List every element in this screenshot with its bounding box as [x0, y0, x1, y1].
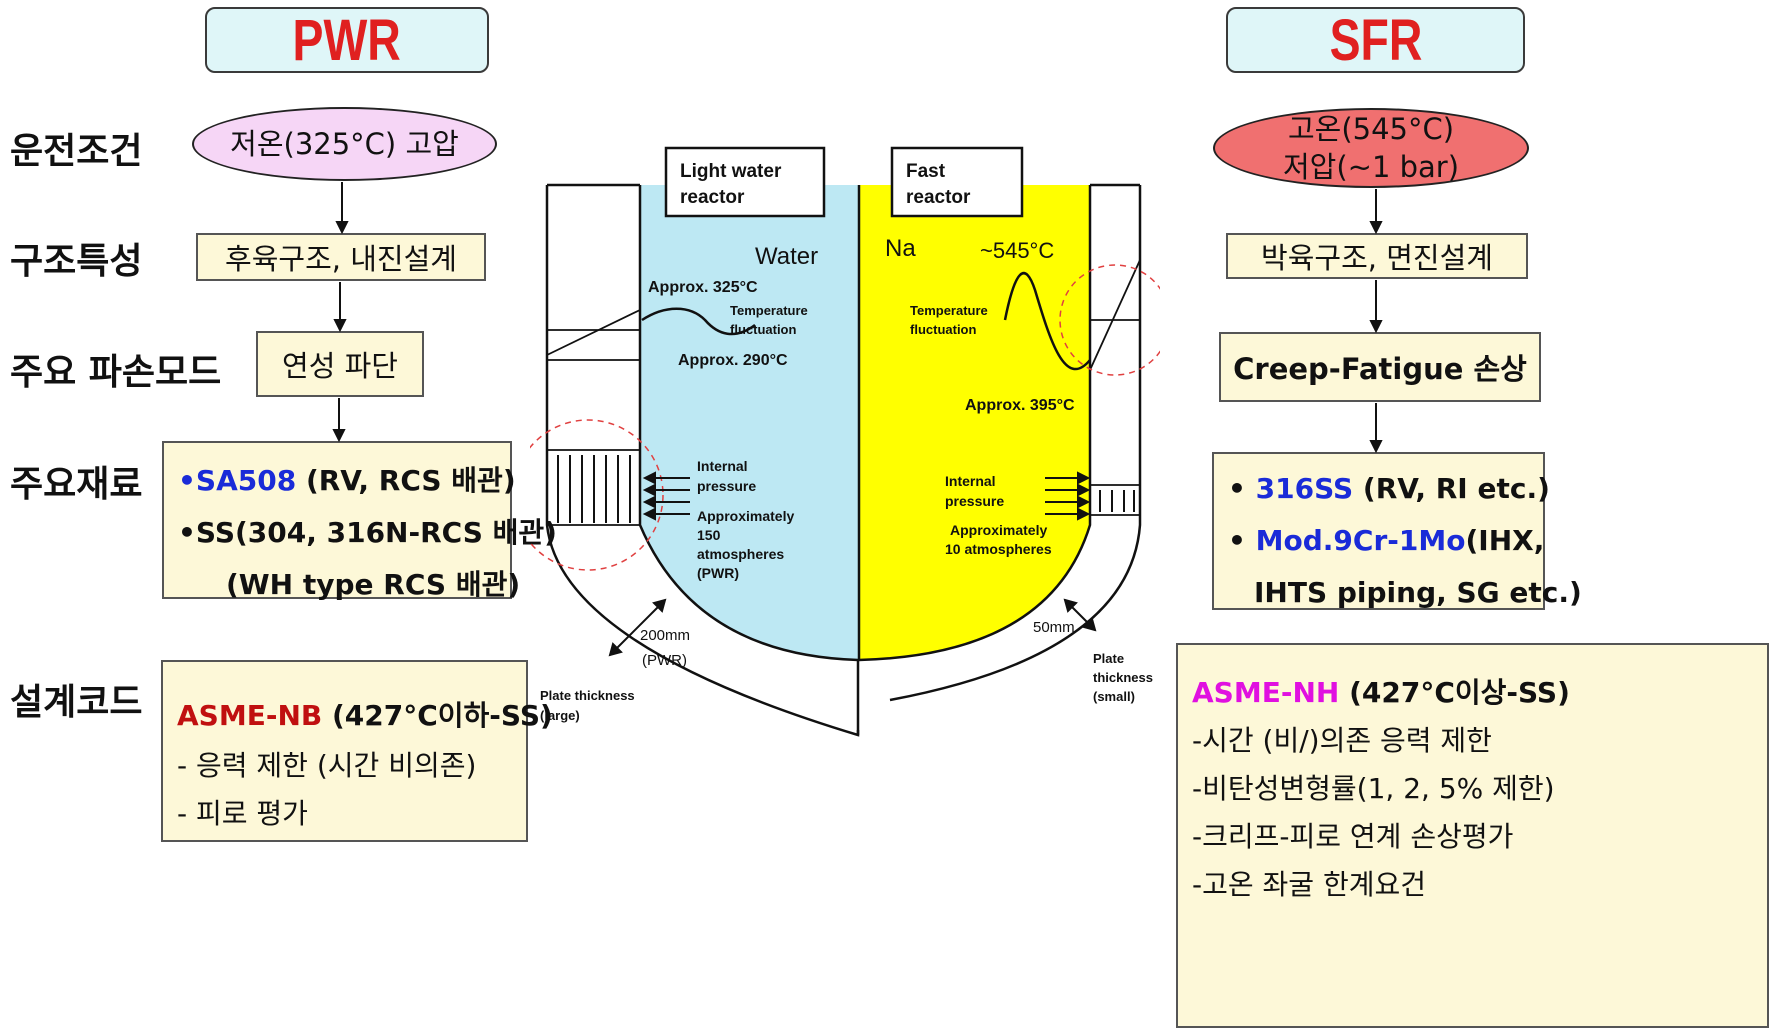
lwr-label-box	[664, 146, 826, 218]
pwr-temp-wave	[641, 307, 756, 336]
pwr-pressure-line3: Approximately	[697, 508, 794, 524]
sfr-operating-ellipse: 고온(545°C) 저압(~1 bar)	[1213, 108, 1529, 188]
sfr-wall-pressure-arrows	[1099, 490, 1135, 512]
pwr-flow-arrows	[332, 182, 349, 443]
fast-label-line2: reactor	[906, 187, 971, 208]
row-label-operating: 운전조건	[10, 131, 143, 172]
sfr-material-1: • 316SS (RV, RI etc.)	[1228, 472, 1550, 505]
sfr-pressure-line1: Internal	[945, 473, 996, 489]
sfr-operating-line1: 고온(545°C)	[1287, 112, 1455, 146]
pwr-pressure-line4: 150	[697, 527, 721, 543]
sodium-region	[859, 185, 1090, 660]
sfr-title: SFR	[1329, 7, 1422, 73]
pwr-pressure-arrows	[642, 471, 690, 521]
temp-325-label: Approx. 325°C	[648, 279, 758, 296]
plate-small-line1: Plate	[1093, 651, 1124, 666]
pwr-code-item: - 응력 제한 (시간 비의존)	[177, 749, 477, 782]
sfr-pressure-arrows	[1045, 471, 1091, 521]
pwr-operating-ellipse: 저온(325°C) 고압	[192, 107, 497, 181]
fast-label-box	[890, 146, 1024, 218]
pwr-operating-text: 저온(325°C) 고압	[230, 127, 459, 161]
sfr-code-item: -고온 좌굴 한계요건	[1192, 868, 1426, 901]
fast-label-line1: Fast	[906, 161, 946, 182]
sfr-structure-text: 박육구조, 면진설계	[1261, 241, 1493, 275]
row-label-code: 설계코드	[10, 682, 143, 723]
sfr-temp-wave	[1003, 271, 1091, 370]
pwr-failure-box: 연성 파단	[256, 331, 424, 397]
pwr-code-item: - 피로 평가	[177, 797, 308, 830]
row-label-structure: 구조특성	[10, 241, 143, 282]
pwr-material-3: (WH type RCS 배관)	[226, 568, 521, 601]
sfr-fluct-line2: fluctuation	[910, 322, 976, 337]
pwr-title: PWR	[292, 7, 402, 73]
pwr-fluct-line1: Temperature	[730, 303, 808, 318]
plate-small-line3: (small)	[1093, 689, 1135, 704]
plate-small-line2: thickness	[1093, 670, 1153, 685]
pwr-pressure-line5: atmospheres	[697, 546, 784, 562]
pwr-pressure-line2: pressure	[697, 478, 756, 494]
temp-545-label: ~545°C	[980, 238, 1054, 263]
sfr-material-3: IHTS piping, SG etc.)	[1254, 576, 1582, 609]
sfr-pressure-line4: 10 atmospheres	[945, 541, 1052, 557]
sfr-code-item: -시간 (비/)의존 응력 제한	[1192, 724, 1492, 757]
outer-vessel-right	[889, 185, 1142, 702]
lwr-label-line2: reactor	[680, 187, 745, 208]
sfr-code-item: -크리프-피로 연계 손상평가	[1192, 820, 1514, 853]
pwr-code-box: ASME-NB (427°C이하-SS) - 응력 제한 (시간 비의존) - …	[161, 660, 553, 842]
pwr-material-2: •SS(304, 316N-RCS 배관)	[178, 516, 557, 549]
temp-290-label: Approx. 290°C	[678, 352, 788, 369]
sfr-fluct-line1: Temperature	[910, 303, 988, 318]
outer-vessel	[545, 185, 860, 737]
pwr-material-1: •SA508 (RV, RCS 배관)	[178, 464, 516, 497]
pwr-wall-pressure-arrows	[557, 455, 631, 523]
pwr-title-box: PWR	[205, 7, 489, 73]
pwr-fluct-line2: fluctuation	[730, 322, 796, 337]
sfr-title-box: SFR	[1226, 7, 1525, 73]
pwr-structure-box: 후육구조, 내진설계	[196, 233, 486, 281]
sfr-flow-arrows	[1369, 189, 1383, 454]
pwr-structure-text: 후육구조, 내진설계	[225, 242, 457, 276]
pwr-materials-box: •SA508 (RV, RCS 배관) •SS(304, 316N-RCS 배관…	[162, 441, 557, 601]
pwr-pressure-line1: Internal	[697, 458, 748, 474]
sfr-failure-box: Creep-Fatigue 손상	[1219, 332, 1541, 402]
sfr-pressure-line2: pressure	[945, 493, 1004, 509]
temp-395-label: Approx. 395°C	[965, 397, 1075, 414]
water-region	[640, 185, 859, 660]
sfr-code-title: ASME-NH (427°C이상-SS)	[1192, 676, 1570, 709]
water-label: Water	[755, 243, 818, 270]
plate-large-line1: Plate thickness	[540, 688, 635, 703]
row-label-failure: 주요 파손모드	[10, 352, 222, 393]
reactor-diagram: Light water reactor Fast reactor Water N…	[530, 146, 1160, 737]
thickness-200-line2: (PWR)	[642, 652, 687, 669]
pwr-pressure-line6: (PWR)	[697, 565, 739, 581]
row-label-materials: 주요재료	[10, 464, 143, 505]
plate-large-line2: (large)	[540, 708, 580, 723]
sfr-materials-box: • 316SS (RV, RI etc.) • Mod.9Cr-1Mo(IHX,…	[1212, 452, 1582, 610]
sfr-operating-line2: 저압(~1 bar)	[1282, 150, 1460, 184]
sfr-material-2: • Mod.9Cr-1Mo(IHX,	[1228, 524, 1545, 557]
sfr-pressure-line3: Approximately	[950, 522, 1047, 538]
sfr-structure-box: 박육구조, 면진설계	[1226, 233, 1528, 279]
sfr-failure-text: Creep-Fatigue 손상	[1233, 352, 1527, 386]
thickness-50: 50mm	[1033, 619, 1075, 636]
sfr-code-item: -비탄성변형률(1, 2, 5% 제한)	[1192, 772, 1555, 805]
pwr-failure-text: 연성 파단	[282, 349, 398, 383]
lwr-label-line1: Light water	[680, 161, 782, 182]
pwr-code-title: ASME-NB (427°C이하-SS)	[177, 699, 553, 732]
sfr-code-box: ASME-NH (427°C이상-SS) -시간 (비/)의존 응력 제한 -비…	[1176, 643, 1769, 1028]
thickness-200-line1: 200mm	[640, 627, 690, 644]
na-label: Na	[885, 235, 916, 262]
